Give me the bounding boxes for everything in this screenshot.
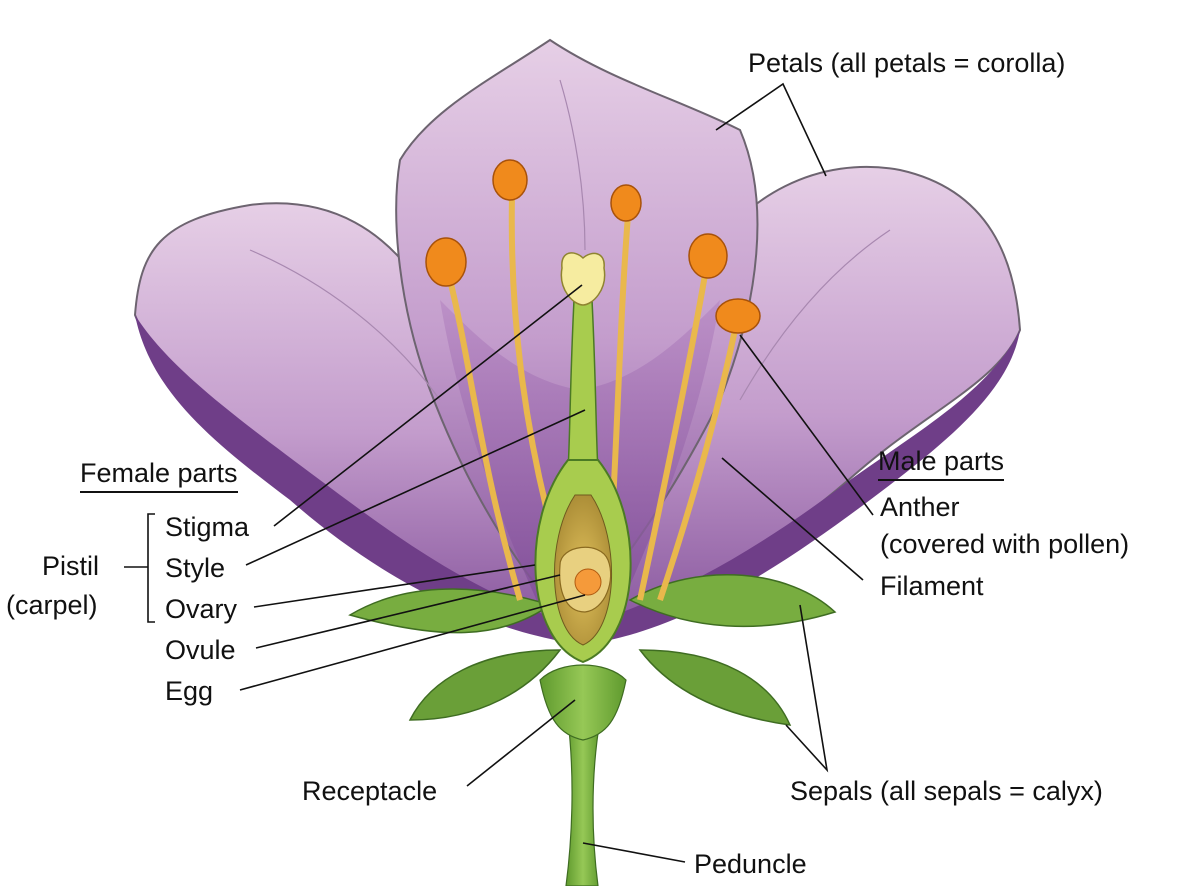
petal-right-rim <box>600 330 1020 640</box>
sepal-left-lower <box>408 649 562 721</box>
label-filament: Filament <box>880 571 984 601</box>
label-pistil: Pistil <box>42 551 100 581</box>
label-sepals: Sepals (all sepals = calyx) <box>790 776 1103 806</box>
style <box>567 299 599 471</box>
label-peduncle: Peduncle <box>694 849 807 879</box>
sepal-right <box>628 573 837 628</box>
label-style: Style <box>165 553 226 583</box>
label-anther: Anther <box>880 492 960 522</box>
anther <box>425 159 761 334</box>
label-anther-note: (covered with pollen) <box>880 529 1130 559</box>
label-petals: Petals (all petals = corolla) <box>748 48 1066 78</box>
label-ovule: Ovule <box>165 635 236 665</box>
label-male-parts-heading: Male parts <box>878 446 1005 482</box>
receptacle <box>539 664 627 741</box>
label-ovary: Ovary <box>165 594 238 624</box>
label-receptacle: Receptacle <box>302 776 438 806</box>
label-stigma: Stigma <box>165 512 250 542</box>
stem <box>539 664 627 886</box>
label-egg: Egg <box>165 676 214 706</box>
egg <box>574 568 602 596</box>
label-female-parts-heading: Female parts <box>80 458 238 494</box>
peduncle <box>565 719 601 886</box>
leader-lines <box>124 82 874 863</box>
sepal-right-lower <box>638 649 792 726</box>
label-carpel: (carpel) <box>6 590 98 620</box>
